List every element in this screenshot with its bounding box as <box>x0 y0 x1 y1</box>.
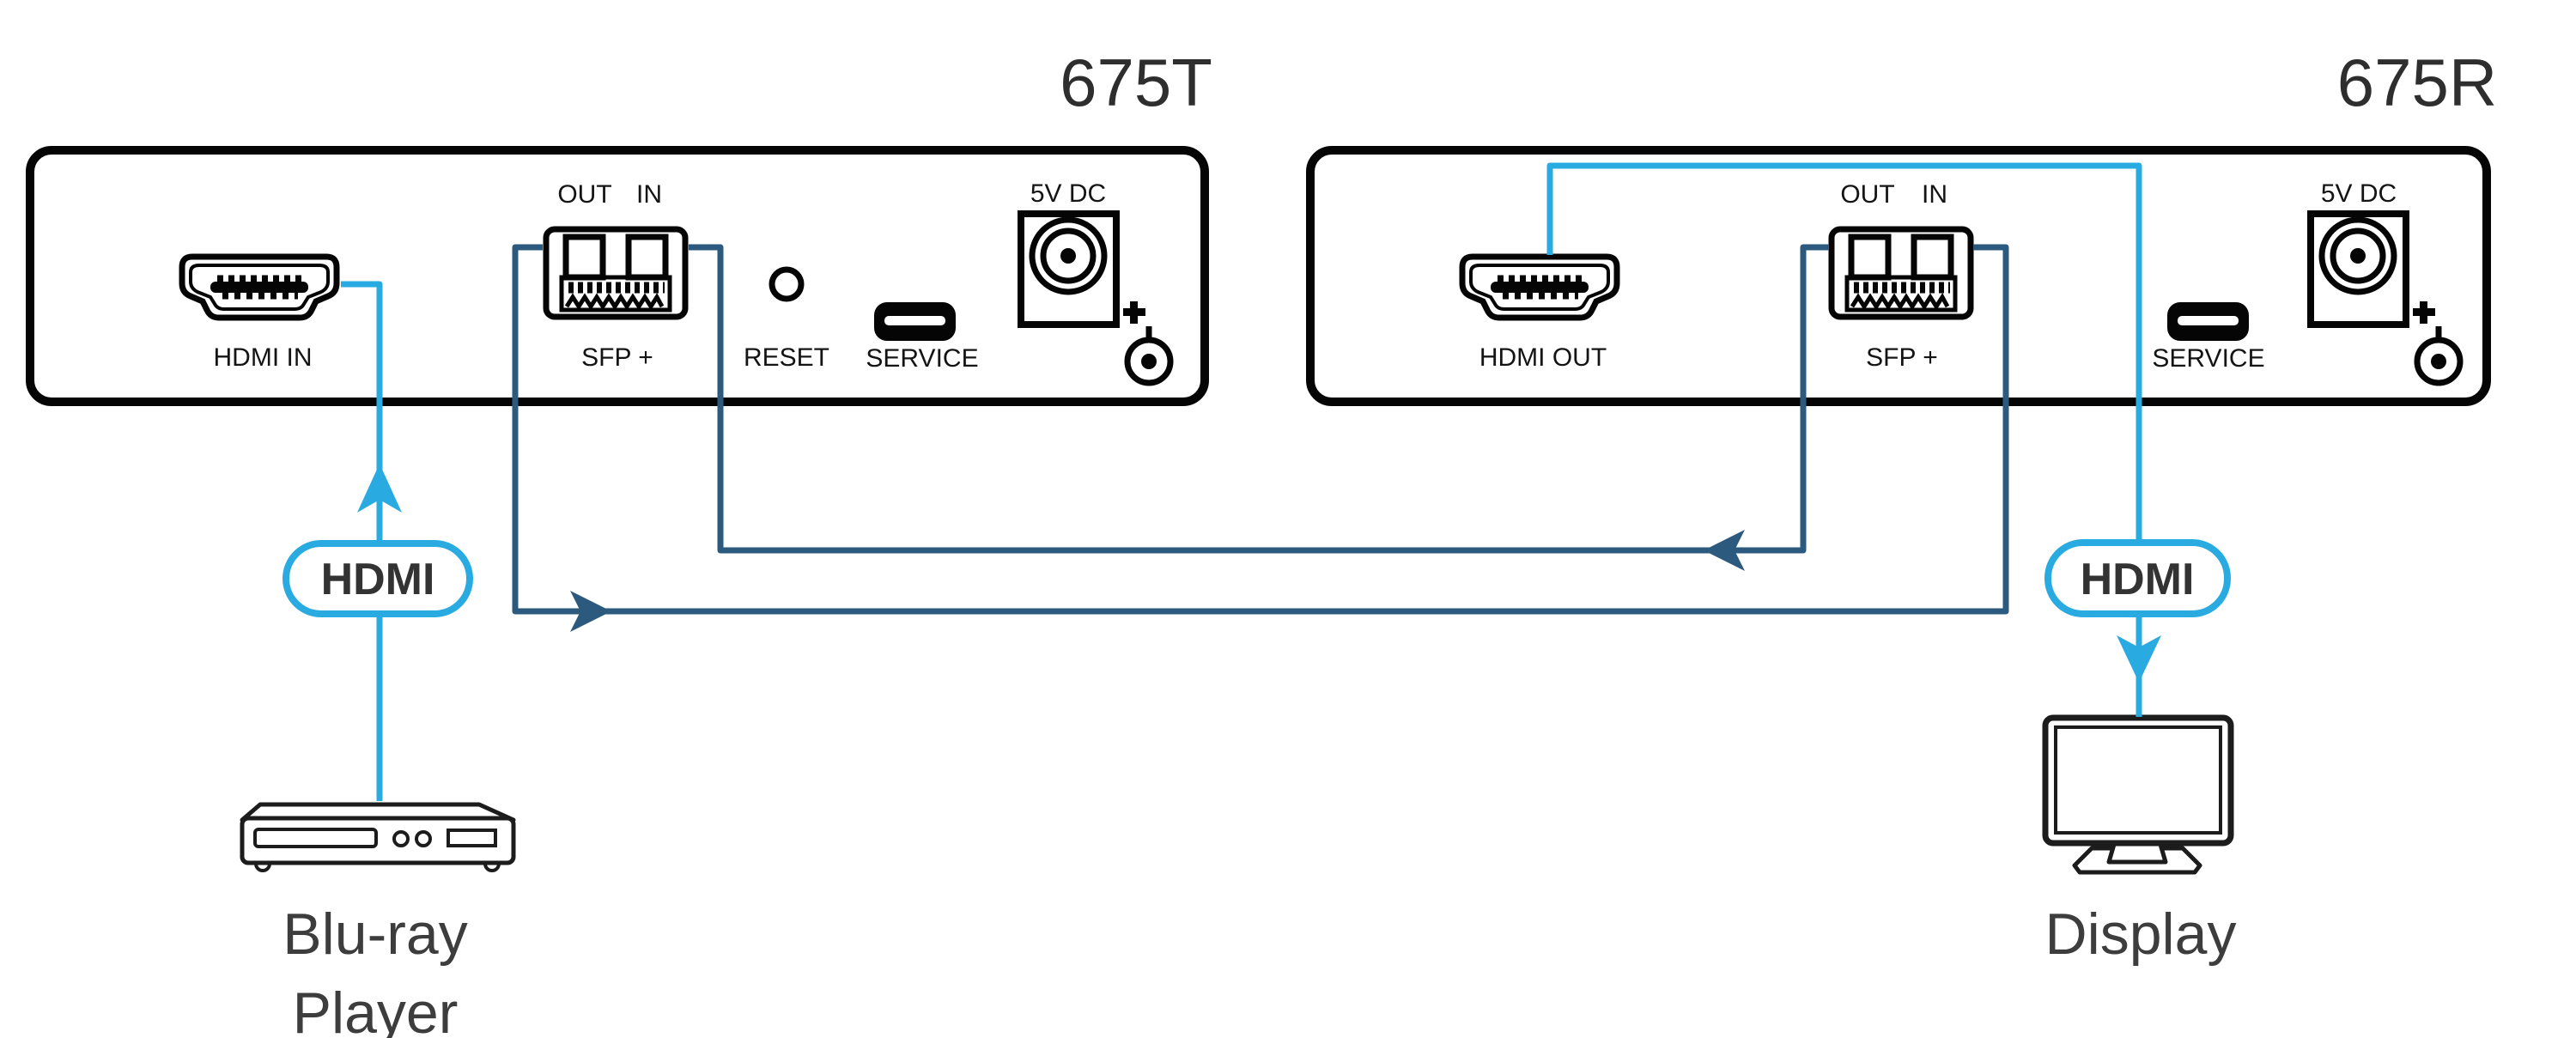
sink-device-label: Display <box>2044 901 2237 967</box>
hdmi-badge-right: HDMI <box>2044 539 2231 617</box>
power-label-r: 5V DC <box>2320 179 2397 208</box>
hdmi-badge-left-text: HDMI <box>321 555 435 604</box>
sfp-out-label-r: OUT <box>1840 180 1895 209</box>
service-port-icon-t <box>874 302 956 341</box>
service-label-r: SERVICE <box>2152 344 2265 373</box>
arrow-right-icon <box>570 591 611 632</box>
polarity-ground-icon <box>2414 326 2464 386</box>
polarity-ground-icon <box>1124 326 1174 386</box>
receiver-model-label: 675R <box>2336 45 2498 120</box>
hdmi-out-port-icon <box>1459 253 1620 321</box>
display-monitor-icon <box>2042 714 2234 875</box>
sfp-out-label-t: OUT <box>557 180 612 209</box>
power-jack-icon-t <box>1018 210 1174 386</box>
polarity-plus-icon <box>1123 301 1145 324</box>
hdmi-badge-left: HDMI <box>283 540 473 617</box>
polarity-plus-icon <box>2413 301 2435 324</box>
power-jack-icon-r <box>2307 210 2464 386</box>
sfp-label-r: SFP + <box>1866 343 1938 372</box>
sfp-port-icon <box>543 226 689 320</box>
sfp-in-label-r: IN <box>1922 180 1947 209</box>
hdmi-in-label: HDMI IN <box>213 343 313 372</box>
reset-hole-icon <box>769 266 805 302</box>
arrow-left-icon <box>1704 530 1745 571</box>
source-device-label-line2: Player <box>292 980 459 1038</box>
bluray-player-icon <box>240 802 516 872</box>
hdmi-badge-right-text: HDMI <box>2081 555 2195 604</box>
sfp-port-icon-r <box>1828 226 1974 320</box>
source-device-label: Blu-ray Player <box>283 895 467 1038</box>
power-label-t: 5V DC <box>1030 179 1107 208</box>
sfp-label-t: SFP + <box>581 343 653 372</box>
hdmi-out-label: HDMI OUT <box>1479 343 1607 372</box>
service-label-t: SERVICE <box>866 344 979 373</box>
arrow-down-icon <box>2117 635 2161 683</box>
reset-label: RESET <box>743 343 830 372</box>
transmitter-model-label: 675T <box>1060 45 1212 120</box>
sfp-in-label-t: IN <box>636 180 662 209</box>
hdmi-in-port-icon <box>179 253 340 321</box>
source-device-label-line1: Blu-ray <box>283 901 468 967</box>
service-port-icon-r <box>2167 302 2249 341</box>
arrow-up-icon <box>357 464 402 513</box>
